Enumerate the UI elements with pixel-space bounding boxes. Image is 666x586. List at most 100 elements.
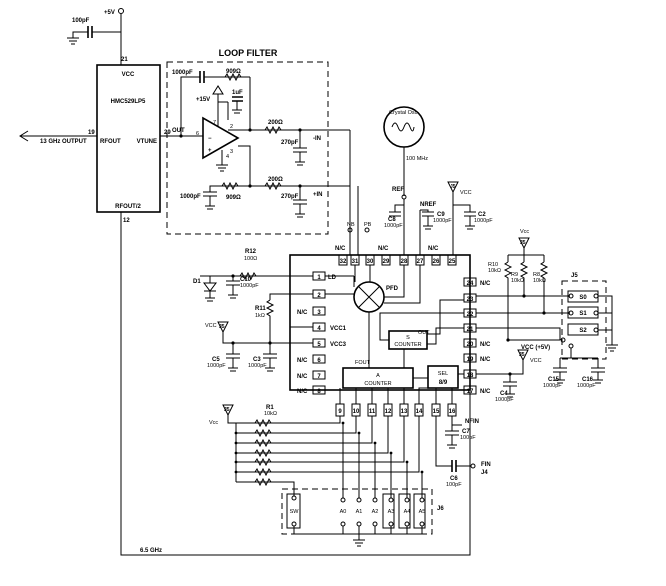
fout-label: FOUT (355, 360, 371, 366)
r11-network: R11 1kΩ (255, 293, 313, 343)
j5-connector: J5 S0 S1 S2 VCC (+5V) C15 1000pF C16 100… (521, 273, 618, 389)
ic-pin-16: 16 (449, 409, 456, 415)
vco-supply: +5V 100pF (67, 8, 124, 65)
ic-pin-23: 23 (467, 297, 474, 303)
c7-label: C7 (462, 429, 470, 435)
c4-label: C4 (500, 391, 508, 397)
op-amp (202, 116, 240, 160)
vcc3-label: VCC3 (330, 342, 347, 348)
prescaler-89-label: 8/9 (439, 380, 448, 386)
s0-label: S0 (579, 295, 587, 301)
ic-pin-7: 7 (317, 374, 321, 380)
r12-value: 100Ω (244, 256, 257, 262)
c15-label: C15 (548, 377, 560, 383)
j4-label: J4 (481, 470, 488, 476)
c3-label: C3 (253, 357, 261, 363)
c9-value: 1000pF (433, 218, 452, 224)
loop-r3-label: 909Ω (226, 195, 241, 201)
j5-top-label: J5 (450, 184, 456, 190)
nc-label-3: N/C (297, 310, 308, 316)
loop-r4-label: 200Ω (268, 177, 283, 183)
pfd-label: PFD (386, 286, 399, 292)
loop-minus-in-label: -IN (313, 136, 321, 142)
j6-pin-a4: A4 (404, 509, 411, 515)
j6-pin-a0: A0 (340, 509, 347, 515)
vcc-left-label: VCC (205, 323, 217, 329)
j6-pin-a5: A5 (419, 509, 426, 515)
nc-label-6: N/C (297, 358, 308, 364)
j6-pin-sw: SW (290, 509, 300, 515)
c3-value: 1000pF (248, 363, 267, 369)
nc-label-17: N/C (480, 389, 491, 395)
opamp-pin-2: 2 (230, 124, 233, 130)
a-counter-label-counter: COUNTER (364, 381, 391, 387)
r10-label: R10 (488, 262, 498, 268)
vcc-right-label: Vcc (520, 229, 529, 235)
vco-part-number: HMC529LP5 (111, 99, 146, 105)
j5-pin18: J5 VCC C4 1000pF (476, 349, 542, 403)
nc-label-26: N/C (428, 246, 439, 252)
freq-6-5ghz-label: 6.5 GHz (140, 548, 162, 554)
ld-label: LD (328, 275, 337, 281)
ic-pin-21: 21 (467, 327, 474, 333)
c9-label: C9 (437, 212, 445, 218)
ic-pin-14: 14 (416, 409, 423, 415)
ic-pin-18: 18 (467, 373, 474, 379)
nref-cap: NREF C9 1000pF (419, 202, 452, 255)
c16-value: 1000pF (577, 383, 596, 389)
opamp-pin-7: 7 (213, 120, 216, 126)
ic-pin-15: 15 (433, 409, 440, 415)
loop-c1-label: 1000pF (172, 70, 193, 76)
j5-bottom-label: J5 (224, 407, 230, 413)
loop-1uf-label: 1uF (232, 90, 243, 96)
ic-pin-22: 22 (467, 312, 474, 318)
nref-label: NREF (420, 202, 437, 208)
nc-label-8: N/C (297, 389, 308, 395)
out-label: OUT (172, 128, 185, 134)
vcc-bottom-label: Vcc (209, 420, 218, 426)
r12-label: R12 (245, 249, 257, 255)
r8-label: R8 (533, 272, 540, 278)
pb-label: PB (364, 222, 372, 228)
vcc-5v-label: VCC (+5V) (521, 345, 550, 351)
s2-label: S2 (579, 328, 587, 334)
vco-pin-19: 19 (88, 130, 95, 136)
s-out-label: OUT (418, 330, 430, 336)
c8-value: 1000pF (384, 223, 403, 229)
j5-connector-label: J5 (571, 273, 578, 279)
vco-vcc-label: VCC (122, 72, 135, 78)
j5-pin18-label: J5 (519, 352, 525, 358)
j5-left: J5 VCC C5 1000pF C3 1000pF (205, 321, 313, 372)
loop-r1-label: 909Ω (226, 69, 241, 75)
c6-label: C6 (450, 476, 458, 482)
c5-value: 1000pF (207, 363, 226, 369)
fin-label: FIN (481, 462, 491, 468)
s-counter-label-counter: COUNTER (394, 342, 421, 348)
crystal-name: Crystal Osc. (389, 110, 419, 116)
vco-pin-12: 12 (123, 218, 130, 224)
c16-label: C16 (582, 377, 594, 383)
r1-value: 10kΩ (264, 411, 277, 417)
nc-label-24: N/C (480, 281, 491, 287)
s1-label: S1 (579, 311, 587, 317)
r11-value: 1kΩ (255, 313, 265, 319)
j6-label: J6 (437, 506, 444, 512)
r1-array: J5 Vcc R1 10kΩ (209, 404, 424, 498)
j6-pin-a3: A3 (388, 509, 395, 515)
ic-pin-30: 30 (367, 259, 374, 265)
ic-pin-25: 25 (449, 259, 456, 265)
d1-label: D1 (193, 279, 201, 285)
ic-pin-5: 5 (317, 342, 321, 348)
opamp-pin-6: 6 (196, 131, 199, 137)
loop-c3-label: 1000pF (180, 194, 201, 200)
ic-pin-17: 17 (467, 389, 474, 395)
select-resistors: J5 Vcc R10 10kΩ R9 10kΩ R8 10kΩ (476, 229, 570, 342)
r8-value: 10kΩ (533, 278, 546, 284)
vco-pin-29: 29 (164, 130, 171, 136)
lock-detect-network: R12 100Ω C10 1000pF D1 (193, 249, 313, 302)
loop-plus-in-label: +IN (313, 192, 323, 198)
vco-vtune-label: VTUNE (137, 139, 157, 145)
ic-pin-27: 27 (417, 259, 424, 265)
sel-prescaler-block (427, 365, 459, 389)
